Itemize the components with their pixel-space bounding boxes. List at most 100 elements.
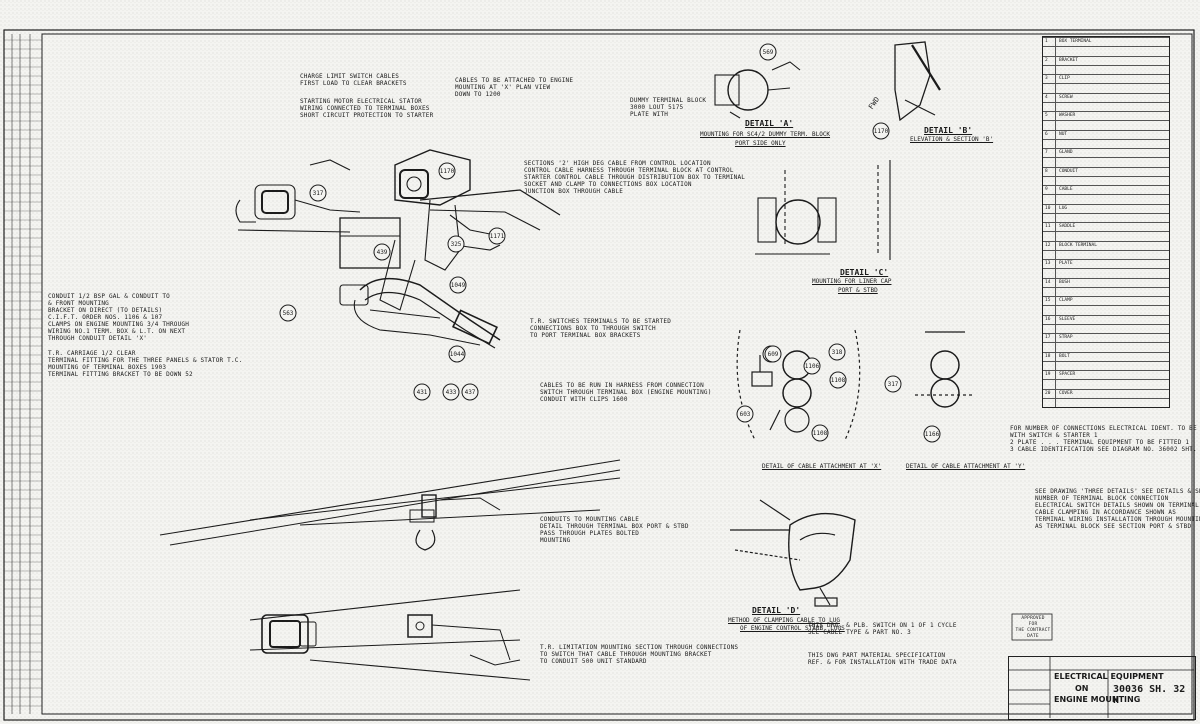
parts-row-rule (1043, 166, 1169, 168)
callout-label: 318 (832, 349, 843, 356)
parts-item-description: SCREW (1059, 94, 1073, 100)
callout-label: 1108 (831, 377, 846, 384)
detail-x-drawing (736, 329, 861, 441)
callout-bubble (442, 383, 460, 401)
parts-item-description: WASHER (1059, 113, 1076, 118)
parts-item-number: 2 (1045, 57, 1048, 63)
parts-row-rule (1043, 148, 1169, 149)
parts-item-number: 1 (1045, 39, 1048, 44)
parts-item-description: SPACER (1059, 372, 1076, 377)
note-mid-switches: T.R. SWITCHES TERMINALS TO BE STARTED CO… (530, 318, 672, 339)
callout-bubble (759, 43, 777, 61)
callout-label: 317 (313, 190, 324, 197)
parts-item-description: STRAP (1059, 335, 1073, 340)
detail-a-subtitle: MOUNTING FOR SC4/2 DUMMY TERM. BLOCK (700, 131, 831, 138)
callout-bubble (872, 122, 890, 140)
parts-item-number: 14 (1045, 279, 1051, 285)
approval-stamp: APPROVED FOR THE CONTRACT DATE (1015, 616, 1051, 639)
parts-row-rule (1043, 268, 1169, 270)
parts-item-number: 6 (1045, 131, 1048, 137)
detail-c-subtitle: MOUNTING FOR LINER CAP (812, 278, 892, 285)
callout-bubble (923, 425, 941, 443)
title-line-1: ELECTRICAL EQUIPMENT (1054, 672, 1164, 681)
callout-label: 1108 (813, 430, 828, 437)
parts-row-rule (1043, 296, 1169, 297)
parts-item-description: CONDUIT (1059, 168, 1078, 174)
callout-bubble (803, 357, 821, 375)
parts-column-rule (1055, 37, 1056, 407)
parts-row-rule (1043, 351, 1169, 353)
parts-item-number: 16 (1045, 316, 1051, 322)
callout-label: 317 (888, 381, 899, 388)
parts-row-rule (1043, 157, 1169, 159)
parts-row-rule (1043, 397, 1169, 399)
parts-row-rule (1043, 323, 1169, 325)
callout-label: 325 (451, 241, 462, 248)
sheet-border (3, 29, 1195, 721)
detail-c-title: DETAIL 'C' (840, 268, 889, 277)
detail-x-title: DETAIL OF CABLE ATTACHMENT AT 'X' (762, 463, 882, 470)
callout-bubble (764, 345, 782, 363)
callout-bubble (811, 424, 829, 442)
parts-item-description: BOX TERMINAL (1059, 39, 1092, 44)
drawing-number: 30036 SH. 32 H (1113, 684, 1186, 706)
callout-label: 603 (740, 411, 751, 418)
parts-item-number: 15 (1045, 298, 1051, 303)
parts-row-rule (1043, 360, 1169, 362)
parts-row-rule (1043, 222, 1169, 223)
parts-item-description: CLIP (1059, 76, 1070, 81)
note-top-starter: STARTING MOTOR ELECTRICAL STATOR WIRING … (300, 98, 434, 119)
parts-row-rule (1043, 333, 1169, 334)
callout-label: 563 (283, 310, 294, 317)
callout-label: 569 (763, 49, 774, 56)
parts-row-rule (1043, 370, 1169, 371)
note-mid-sections: SECTIONS '2' HIGH DEG CABLE FROM CONTROL… (524, 160, 746, 195)
parts-row-rule (1043, 83, 1169, 85)
note-bottom-limitation: T.R. LIMITATION MOUNTING SECTION THROUGH… (540, 644, 739, 665)
parts-item-description: BLOCK TERMINAL (1059, 242, 1097, 248)
detail-c-subtitle-2: PORT & STBD (838, 287, 878, 294)
parts-item-description: GLAND (1059, 150, 1073, 155)
parts-item-description: BRACKET (1059, 57, 1078, 63)
parts-item-number: 10 (1045, 205, 1051, 211)
parts-row-rule (1043, 101, 1169, 103)
parts-item-description: BOLT (1059, 353, 1070, 359)
detail-y-title: DETAIL OF CABLE ATTACHMENT AT 'Y' (906, 463, 1026, 470)
parts-row-rule (1043, 92, 1169, 94)
parts-row-rule (1043, 64, 1169, 66)
callout-bubble (449, 276, 467, 294)
parts-item-description: NUT (1059, 131, 1068, 137)
parts-item-number: 19 (1045, 372, 1051, 377)
parts-row-rule (1043, 185, 1169, 186)
callout-bubble (461, 383, 479, 401)
parts-item-description: CABLE (1059, 187, 1073, 192)
parts-row-rule (1043, 74, 1169, 75)
approval-stamp-box (1011, 613, 1053, 641)
parts-row-rule (1043, 138, 1169, 140)
callout-label: 1049 (451, 282, 466, 289)
detail-b-subtitle: ELEVATION & SECTION 'B' (910, 136, 994, 143)
parts-row-rule (1043, 305, 1169, 307)
parts-item-number: 11 (1045, 224, 1051, 229)
parts-item-number: 4 (1045, 94, 1048, 100)
revision-column (4, 34, 42, 714)
parts-row-rule (1043, 55, 1169, 57)
callout-bubble (373, 243, 391, 261)
parts-row-rule (1043, 175, 1169, 177)
lower-harness-run (159, 459, 621, 681)
detail-c-drawing (755, 160, 891, 260)
note-right-connections: FOR NUMBER OF CONNECTIONS ELECTRICAL IDE… (1010, 425, 1197, 453)
parts-item-description: SADDLE (1059, 224, 1076, 229)
callout-bubble (447, 235, 465, 253)
parts-item-number: 13 (1045, 261, 1051, 266)
parts-row-rule (1043, 388, 1169, 390)
note-left-conduit: CONDUIT 1/2 BSP GAL & CONDUIT TO & FRONT… (48, 293, 190, 342)
note-right-drawing: SEE DRAWING 'THREE DETAILS' SEE DETAILS … (1035, 488, 1200, 530)
detail-d-subtitle: METHOD OF CLAMPING CABLE TO LUG (728, 617, 840, 624)
parts-item-number: 8 (1045, 168, 1048, 174)
parts-row-rule (1043, 286, 1169, 288)
note-left-terminal: T.R. CARRIAGE 1/2 CLEAR TERMINAL FITTING… (48, 350, 243, 378)
